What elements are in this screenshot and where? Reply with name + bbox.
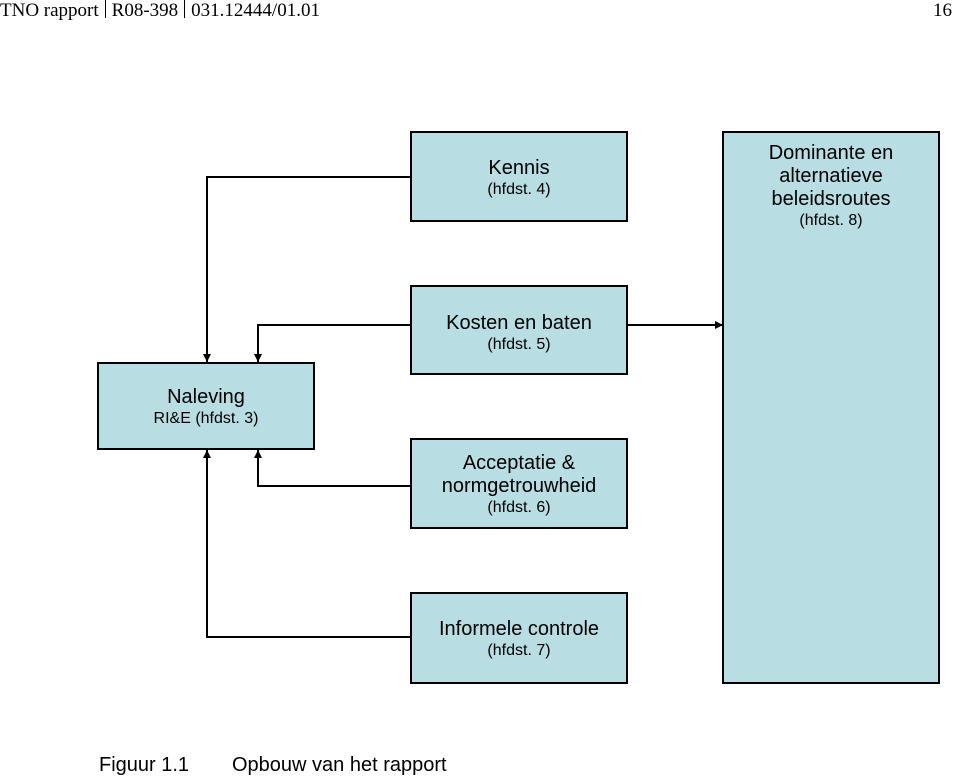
box-naleving: Naleving RI&E (hfdst. 3)	[97, 362, 315, 450]
box-title: Kennis	[488, 157, 550, 179]
box-title: Kosten en baten	[446, 312, 592, 334]
box-title-line: normgetrouwheid	[441, 475, 597, 497]
box-chapter: (hfdst. 8)	[799, 212, 863, 229]
arrow-kosten-to-naleving	[254, 324, 412, 362]
doc-type: TNO rapport	[0, 0, 99, 21]
box-informele-controle: Informele controle (hfdst. 7)	[410, 592, 628, 684]
figure-label: Figuur 1.1	[99, 754, 190, 776]
arrow-acceptatie-to-naleving	[254, 450, 412, 487]
box-title-line: Acceptatie &	[462, 452, 576, 474]
box-chapter: (hfdst. 4)	[487, 181, 551, 198]
project-number: 031.12444/01.01	[191, 0, 320, 21]
box-kosten-en-baten: Kosten en baten (hfdst. 5)	[410, 285, 628, 375]
arrow-kennis-to-naleving	[203, 176, 412, 362]
box-title-line: alternatieve	[779, 165, 883, 187]
page-number: 16	[933, 0, 952, 21]
report-number: R08-398	[111, 0, 179, 21]
box-chapter: RI&E (hfdst. 3)	[153, 410, 259, 427]
header-separator	[104, 0, 106, 18]
box-chapter: (hfdst. 7)	[487, 642, 551, 659]
box-kennis: Kennis (hfdst. 4)	[410, 131, 628, 222]
box-title-line: beleidsroutes	[771, 188, 891, 210]
box-title: Informele controle	[438, 618, 600, 640]
arrow-informele-to-naleving	[203, 450, 412, 638]
box-chapter: (hfdst. 5)	[487, 336, 551, 353]
box-title: Naleving	[167, 386, 245, 408]
header-separator	[184, 0, 186, 18]
box-chapter: (hfdst. 6)	[487, 499, 551, 516]
figure-title: Opbouw van het rapport	[232, 754, 447, 776]
page-header: TNO rapport R08-398 031.12444/01.01	[0, 0, 320, 22]
box-acceptatie: Acceptatie & normgetrouwheid (hfdst. 6)	[410, 438, 628, 529]
box-title-line: Dominante en	[768, 142, 894, 164]
box-dominante-beleidsroutes: Dominante en alternatieve beleidsroutes …	[722, 131, 940, 684]
